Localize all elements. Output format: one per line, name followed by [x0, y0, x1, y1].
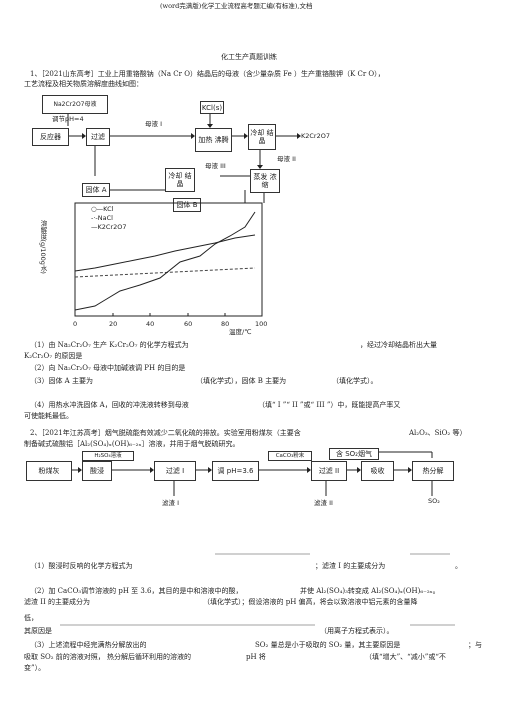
q1-part3: （3）固体 A 主要为: [30, 377, 93, 385]
legend-k2cr2o7: —K2Cr2O7: [91, 223, 127, 231]
q1-part4c: 可使能耗最低。: [24, 412, 73, 420]
so2-label: SO₂: [428, 497, 440, 505]
x-tick-0: 0: [73, 320, 78, 328]
mother-liquor-3-label: 母液 III: [205, 162, 226, 170]
evaporate-box: 蒸发 浓缩: [250, 169, 280, 193]
residue-2-label: 滤渣 II: [314, 499, 333, 507]
na2cr2o7-mother-liquor-box: Na2Cr2O7母液: [42, 95, 108, 114]
q1-part3c: （填化学式）。: [332, 377, 378, 385]
q2-part1b: ；滤渣 I 的主要成分为: [315, 562, 386, 570]
h2so4-box: H₂SO₄溶液: [82, 451, 134, 461]
q2-part3c: ；与: [468, 641, 482, 649]
reactor-box: 反应器: [32, 128, 69, 146]
q1-intro-2: 工艺流程及相关物质溶解度曲线如图：: [24, 80, 143, 88]
kcl-box: KCl(s): [200, 101, 224, 114]
x-tick-20: 20: [109, 320, 118, 328]
acid-leach-box: 酸浸: [82, 461, 112, 481]
thermal-decompose-box: 热分解: [412, 461, 454, 481]
flue-gas-box: 含 SO₂烟气: [329, 448, 379, 460]
q2-part3g: 变”）。: [24, 664, 46, 672]
q1-part1c: K₂Cr₂O₇ 的原因是: [24, 352, 83, 360]
q2-part2b: 并使 Al₂(SO₄)₃转变成 Al₂(SO₄)ₓ(OH)₆₋₂ₓ。: [300, 587, 440, 595]
q2-part2g: （用离子方程式表示）。: [320, 627, 394, 635]
absorb-box: 吸收: [361, 461, 394, 481]
x-tick-40: 40: [146, 320, 155, 328]
document-header: (word完满版)化学工业流程高考题汇编(有标准),文档: [160, 2, 313, 10]
cool-crystallize-2-box: 冷却 结晶: [165, 168, 195, 192]
q1-intro: 1、［2021山东高考］工业上用重铬酸钠（Na Cr O）结晶后的母液（含少量杂…: [30, 70, 385, 78]
q2-part1: （1）酸浸时反响的化学方程式为: [30, 562, 133, 570]
k2cr2o7-product-label: K2Cr2O7: [301, 132, 330, 140]
q1-part4b: （填“ I ”“ II ”或“ III ”）中，既能提高产率又: [258, 401, 401, 409]
q2-part3f: （填“增大”、“减小”或“不: [365, 653, 446, 661]
q2-part3: （3）上述流程中经完满热分解放出的: [30, 641, 147, 649]
x-axis-label: 温度/℃: [229, 328, 252, 336]
legend-nacl: -·-NaCl: [91, 214, 113, 222]
x-tick-80: 80: [221, 320, 230, 328]
q1-part3b: （填化学式），固体 B 主要为: [196, 377, 287, 385]
mother-liquor-1-label: 母液 I: [145, 120, 162, 128]
y-axis-label: 溶解度(g/100g水): [39, 220, 47, 274]
fly-ash-box: 粉煤灰: [26, 461, 72, 481]
adjust-ph-box: 调 pH=3.6: [212, 461, 259, 481]
q2-part2e: 低，: [24, 614, 38, 622]
q2-intro-b: Al₂O₃、SiO₂ 等）: [409, 429, 467, 437]
q2-part2: （2）加 CaCO₃调节溶液的 pH 至 3.6，其目的是中和溶液中的酸，: [30, 587, 243, 595]
solid-a-box: 固体 A: [82, 183, 110, 197]
filter-box: 过滤: [86, 128, 110, 146]
adjust-ph-label: 调节pH=4: [52, 115, 84, 123]
q1-part2: （2）向 Na₂Cr₂O₇ 母液中加碱液调 PH 的目的是: [30, 364, 186, 372]
section-title: 化工生产真题训练: [221, 53, 277, 61]
q2-part2f: 其原因是: [24, 627, 52, 635]
q2-part1c: 。: [455, 562, 462, 570]
q2-part3d: 吸取 SO₂ 前的溶液对照， 热分解后循环利用的溶液的: [24, 653, 192, 661]
filter-2-box: 过滤 II: [311, 461, 347, 481]
filter-1-box: 过滤 I: [154, 461, 196, 481]
q2-part3e: pH 将: [246, 653, 266, 661]
cool-crystallize-box: 冷却 结晶: [248, 124, 276, 150]
q2-part2d: （填化学式）；假设溶液的 pH 偏高，将会以致溶液中铝元素的含量降: [203, 598, 418, 606]
mother-liquor-2-label: 母液 II: [277, 155, 296, 163]
q1-part1: （1）由 Na₂Cr₂O₇ 生产 K₂Cr₂O₇ 的化学方程式为: [30, 341, 189, 349]
legend-kcl: ○—KCl: [91, 205, 114, 213]
residue-1-label: 滤渣 I: [162, 499, 179, 507]
q2-part2c: 滤渣 II 的主要成分为: [24, 598, 90, 606]
solid-b-box: 固体 B: [173, 198, 201, 212]
q2-part3b: SO₂ 量总是小于吸取的 SO₂ 量，其主要原因是: [255, 641, 401, 649]
caco3-box: CaCO₃粉末: [268, 451, 312, 461]
x-tick-60: 60: [184, 320, 193, 328]
q2-intro-2: 制备碱式硫酸铝［Al₂(SO₄)ₓ(OH)₆₋₂ₓ］溶液，并用于烟气脱硫研究。: [24, 440, 240, 448]
q1-part1b: ，经过冷却结晶析出大量: [360, 341, 437, 349]
q2-intro: 2、［2021年江苏高考］烟气脱硫能有效减少二氧化硫的排放。实验室用粉煤灰（主要…: [30, 429, 301, 437]
x-tick-100: 100: [255, 320, 268, 328]
q1-part4: （4）用热水冲洗固体 A，回收的冲洗液转移到母液: [30, 401, 189, 409]
heat-boil-box: 加热 沸腾: [195, 128, 232, 152]
